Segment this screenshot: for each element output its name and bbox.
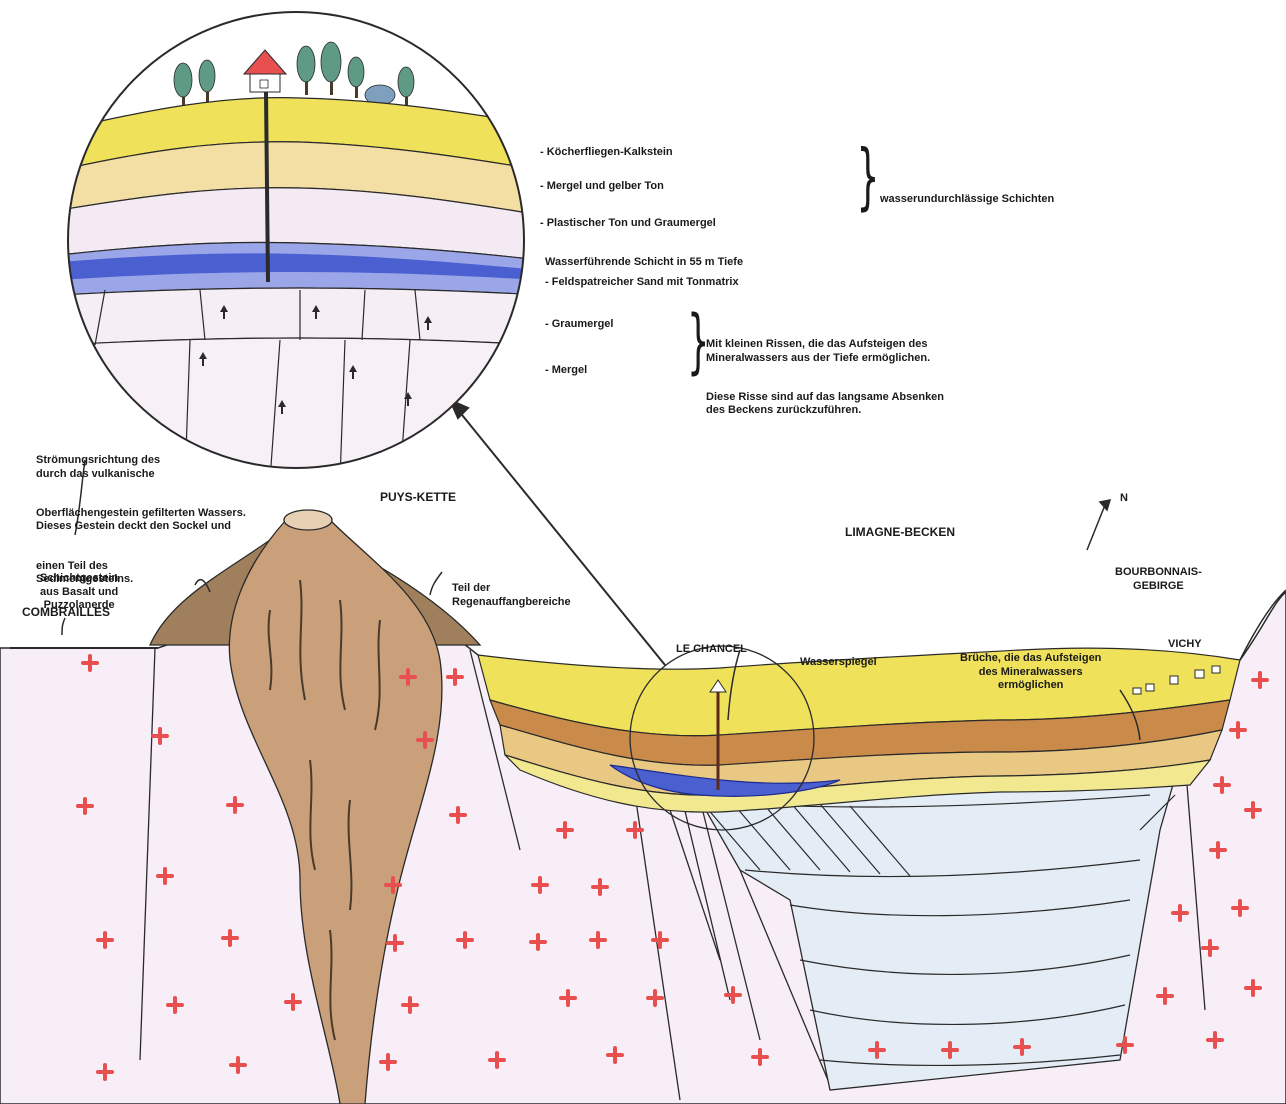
label-limagne-becken: LIMAGNE-BECKEN [845, 525, 955, 539]
label-impermeable: wasserundurchlässige Schichten [880, 193, 1054, 206]
label-kocherfliegen: - Köcherfliegen-Kalkstein [540, 146, 673, 159]
label-puys-kette: PUYS-KETTE [380, 490, 456, 504]
fissure-note: Mit kleinen Rissen, die das Aufsteigen d… [706, 312, 944, 431]
label-plastischer-ton: - Plastischer Ton und Graumergel [540, 217, 716, 230]
label-wasserspiegel: Wasserspiegel [800, 656, 877, 669]
label-mergel-gelber-ton: - Mergel und gelber Ton [540, 180, 664, 193]
label-bourbonnais: BOURBONNAIS-GEBIRGE [1115, 540, 1202, 606]
basin-layers [478, 648, 1240, 812]
volcano-crater [284, 510, 332, 530]
zoom-arrow [450, 400, 665, 665]
label-aquifer-depth: Wasserführende Schicht in 55 m Tiefe [545, 256, 743, 269]
label-le-chancel: LE CHANCEL [676, 643, 747, 656]
impermeable-brace: } [856, 140, 879, 212]
label-combrailles: COMBRAILLES [22, 605, 110, 619]
label-north: N [1120, 492, 1128, 505]
label-mergel: - Mergel [545, 364, 587, 377]
label-feldspat-sand: - Feldspatreicher Sand mit Tonmatrix [545, 276, 739, 289]
label-graumergel: - Graumergel [545, 318, 613, 331]
label-vichy: VICHY [1168, 638, 1202, 651]
